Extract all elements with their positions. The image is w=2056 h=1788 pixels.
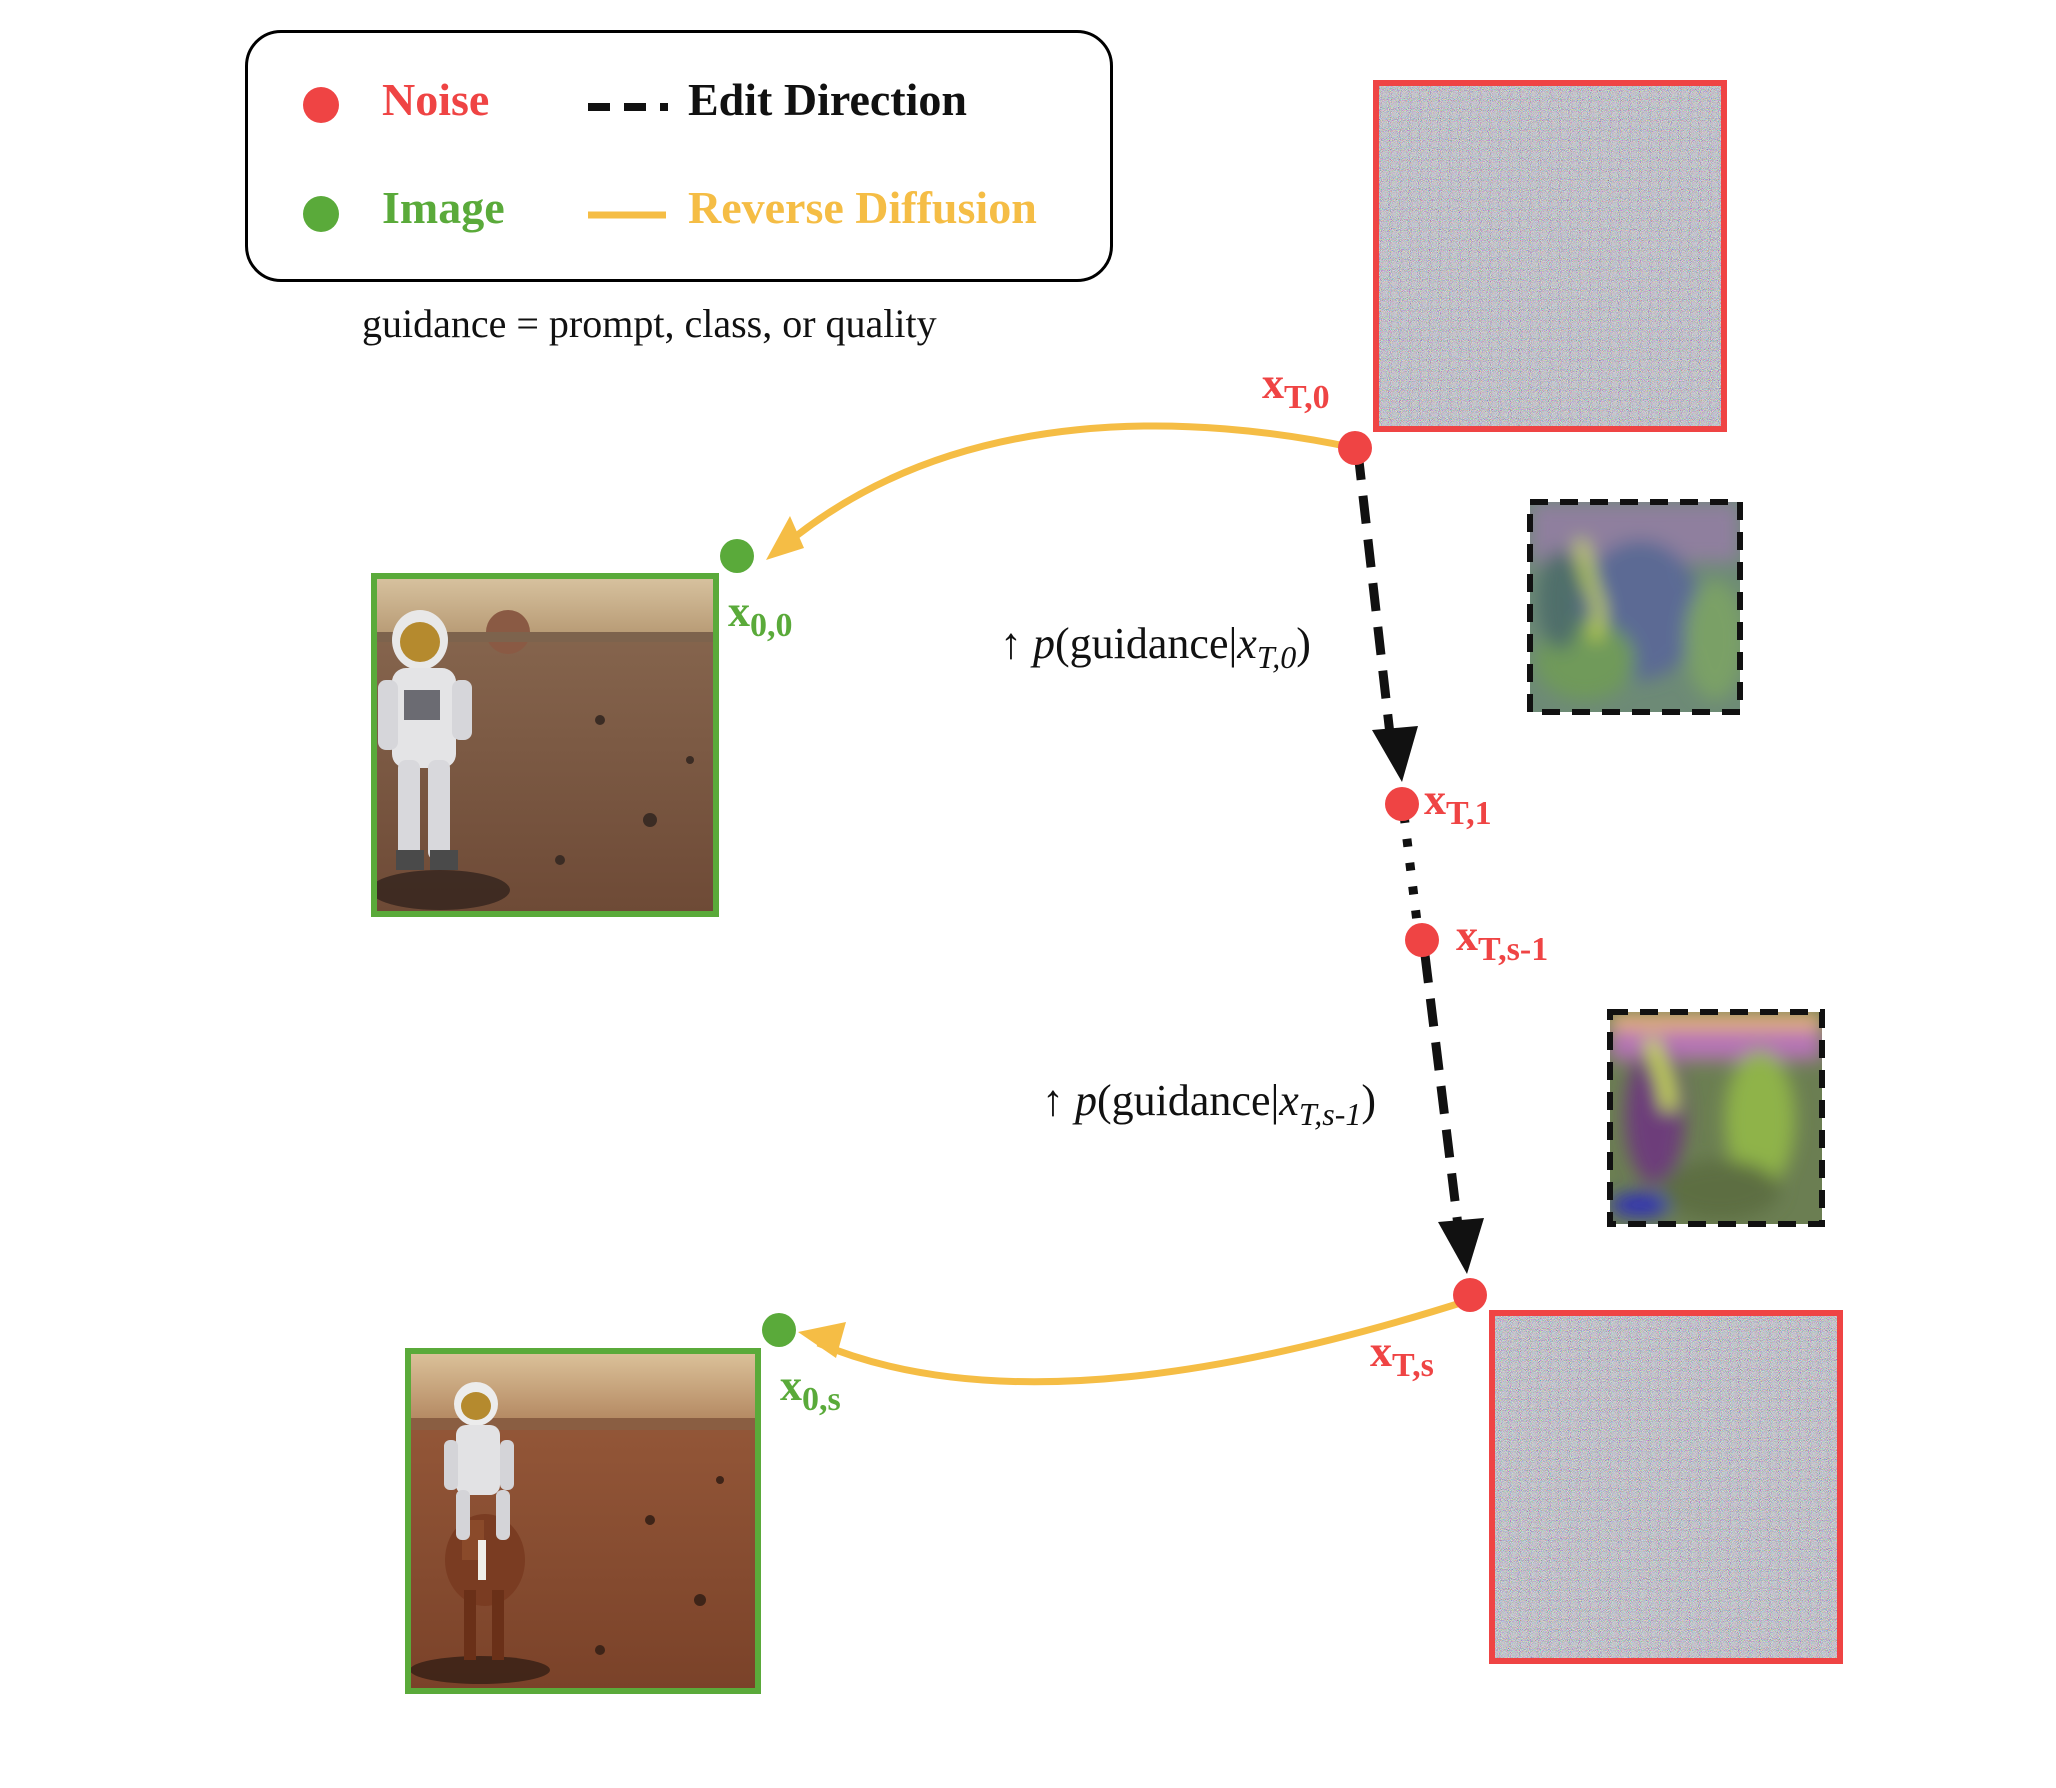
label-x0s: x0,s — [780, 1361, 841, 1418]
guidance-probability-2: ↑ p(guidance|xT,s-1) — [1042, 1076, 1376, 1132]
noise-node-xT0 — [1338, 431, 1372, 465]
legend-image-dot — [303, 196, 339, 232]
legend-edit-swatch — [588, 103, 668, 111]
image-node-x0s — [762, 1313, 796, 1347]
label-x00: x0,0 — [728, 587, 793, 644]
image-node-x00 — [720, 539, 754, 573]
legend-edit-label: Edit Direction — [688, 74, 967, 125]
label-xTs: xT,s — [1370, 1327, 1434, 1384]
label-xT1: xT,1 — [1424, 775, 1492, 832]
edit-direction-arrowhead-1 — [1372, 726, 1418, 782]
edit-direction-path-3 — [1420, 954, 1465, 1243]
intermediate-image-2 — [1607, 1009, 1825, 1227]
reverse-diffusion-path-bottom — [816, 1296, 1472, 1386]
generated-image-x0s — [405, 1348, 761, 1694]
legend-noise-label: Noise — [382, 74, 490, 125]
noise-image-xTs — [1489, 1310, 1843, 1664]
guidance-probability-1: ↑ p(guidance|xT,0) — [1000, 619, 1311, 675]
legend-noise-dot — [303, 87, 339, 123]
reverse-diffusion-arrowhead-bottom — [798, 1322, 846, 1358]
label-xTs1: xT,s-1 — [1456, 911, 1549, 968]
edit-direction-path-2 — [1399, 814, 1423, 931]
label-xT0: xT,0 — [1262, 359, 1330, 416]
reverse-diffusion-arrowhead-top — [766, 516, 804, 560]
intermediate-image-1 — [1527, 499, 1743, 715]
generated-image-x00 — [371, 573, 719, 917]
legend-image-label: Image — [382, 182, 505, 233]
noise-node-xT1 — [1385, 787, 1419, 821]
noise-node-xTs1 — [1405, 923, 1439, 957]
legend-reverse-swatch — [588, 211, 666, 219]
edit-direction-arrowhead-3 — [1438, 1218, 1484, 1274]
noise-image-xT0 — [1373, 80, 1727, 432]
legend-reverse-label: Reverse Diffusion — [688, 182, 1037, 233]
edit-direction-path-1 — [1353, 451, 1397, 753]
guidance-note: guidance = prompt, class, or quality — [362, 301, 937, 346]
legend: Noise Edit Direction Image Reverse Diffu… — [245, 30, 1113, 282]
reverse-diffusion-path-top — [782, 422, 1356, 548]
noise-node-xTs — [1453, 1278, 1487, 1312]
